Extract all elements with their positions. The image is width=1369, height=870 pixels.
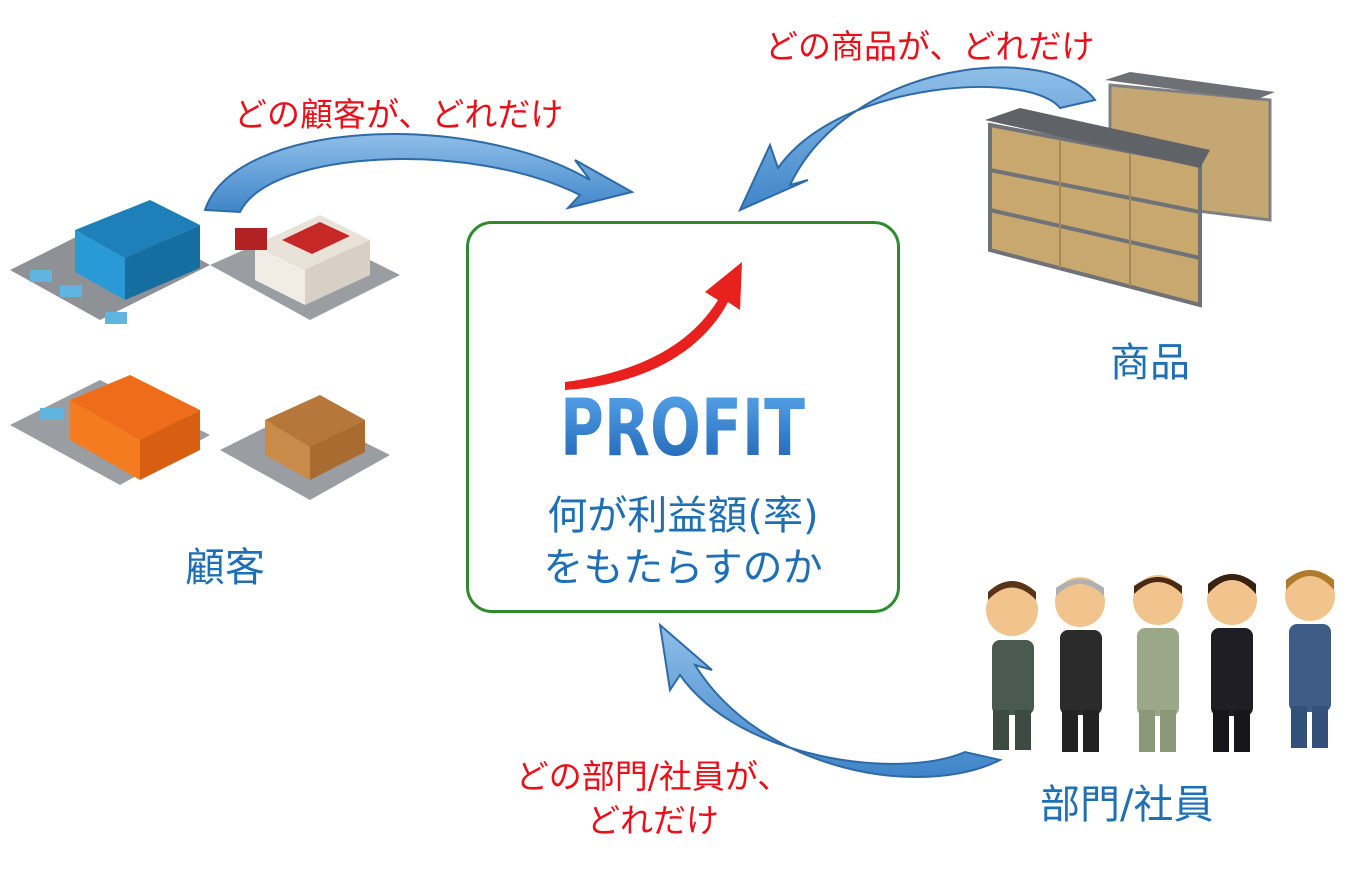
center-text: 何が利益額(率) をもたらすのか [466, 490, 900, 594]
flow-arrow-dept [658, 622, 1003, 778]
flow-arrow-customer [203, 133, 635, 214]
customer-label: 顧客 [185, 545, 265, 591]
dept-question-line1: どの部門/社員が、 [515, 757, 791, 796]
product-question-label: どの商品が、どれだけ [765, 27, 1095, 66]
center-text-line2: をもたらすのか [543, 545, 823, 591]
center-box [466, 221, 900, 613]
center-text-line1: 何が利益額(率) [547, 493, 819, 539]
stores-illustration [10, 200, 400, 500]
customer-question-label: どの顧客が、どれだけ [234, 95, 564, 134]
shelves-illustration [985, 72, 1275, 308]
product-label: 商品 [1110, 340, 1190, 386]
staff-illustration [986, 570, 1335, 752]
profit-logo-text: PROFIT [560, 384, 805, 474]
dept-label: 部門/社員 [1040, 782, 1214, 828]
dept-question-label: どの部門/社員が、 どれだけ [503, 755, 803, 843]
profit-arrow-icon [565, 262, 742, 390]
dept-question-line2: どれだけ [587, 801, 719, 840]
flow-arrow-product [737, 66, 1097, 212]
